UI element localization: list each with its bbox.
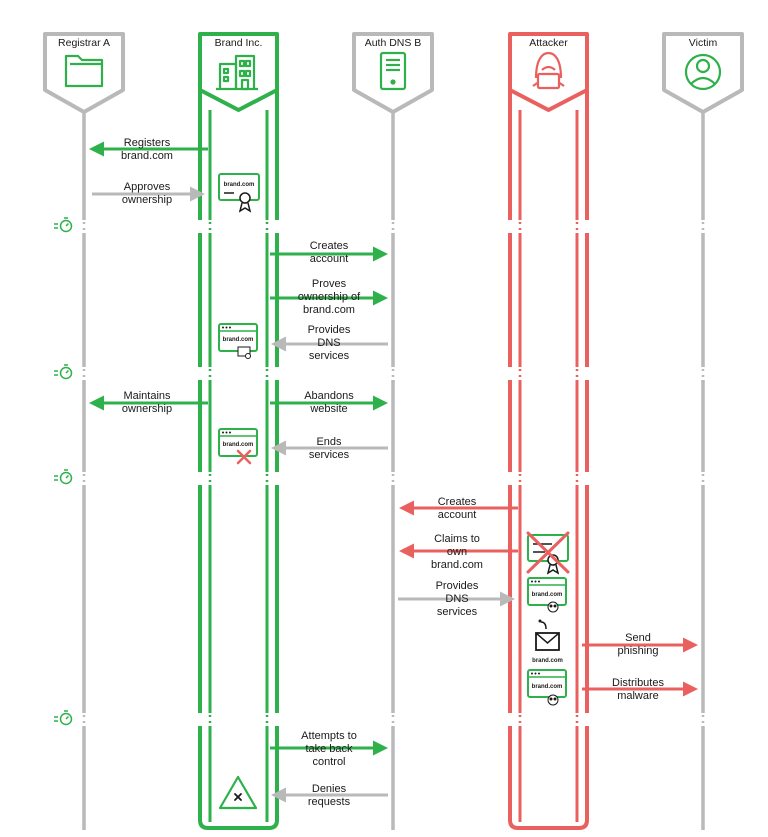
message-arrows [89,141,698,803]
warning-triangle-icon [218,775,258,810]
malicious-website-icon: brand.com [527,669,567,706]
building-icon [216,54,258,91]
header-box-registrar [43,32,125,114]
malicious-website-icon: brand.com [527,577,567,613]
header-box-auth-dns [352,32,434,114]
skull-icon [547,694,559,706]
folder-icon [64,54,104,88]
website-ended-domain: brand.com [223,442,254,448]
certificate-icon: brand.com [218,173,260,213]
skull-icon [547,601,559,613]
time-break-ticks [82,222,705,723]
participant-victim-label: Victim [689,37,718,49]
forged-certificate-icon [526,531,570,575]
header-divider-brand [199,88,278,112]
stopwatch-icon [54,469,73,485]
certificate-domain: brand.com [224,182,255,188]
participant-attacker-label: Attacker [529,37,568,49]
phishing-email-domain: brand.com [532,658,563,664]
stopwatch-icon [54,217,73,233]
stopwatch-icon [54,710,73,726]
participant-brand-label: Brand Inc. [215,37,263,49]
participant-registrar-label: Registrar A [58,37,110,49]
phishing-email-icon: brand.com [532,619,563,664]
time-breaks [70,220,720,726]
malicious-website-domain: brand.com [532,592,563,598]
website-domain: brand.com [223,337,254,343]
close-icon [236,449,252,465]
user-icon [684,53,722,91]
header-divider-attacker [509,88,588,112]
server-icon [379,51,407,91]
website-certificate-icon: brand.com [218,323,258,359]
hacker-icon [532,51,565,90]
malware-website-domain: brand.com [532,684,563,690]
website-ended-icon: brand.com [218,428,258,465]
lifeline-attacker [508,32,589,830]
stopwatch-icon [54,364,73,380]
participant-auth-dns-label: Auth DNS B [365,37,422,49]
close-icon [526,531,570,574]
